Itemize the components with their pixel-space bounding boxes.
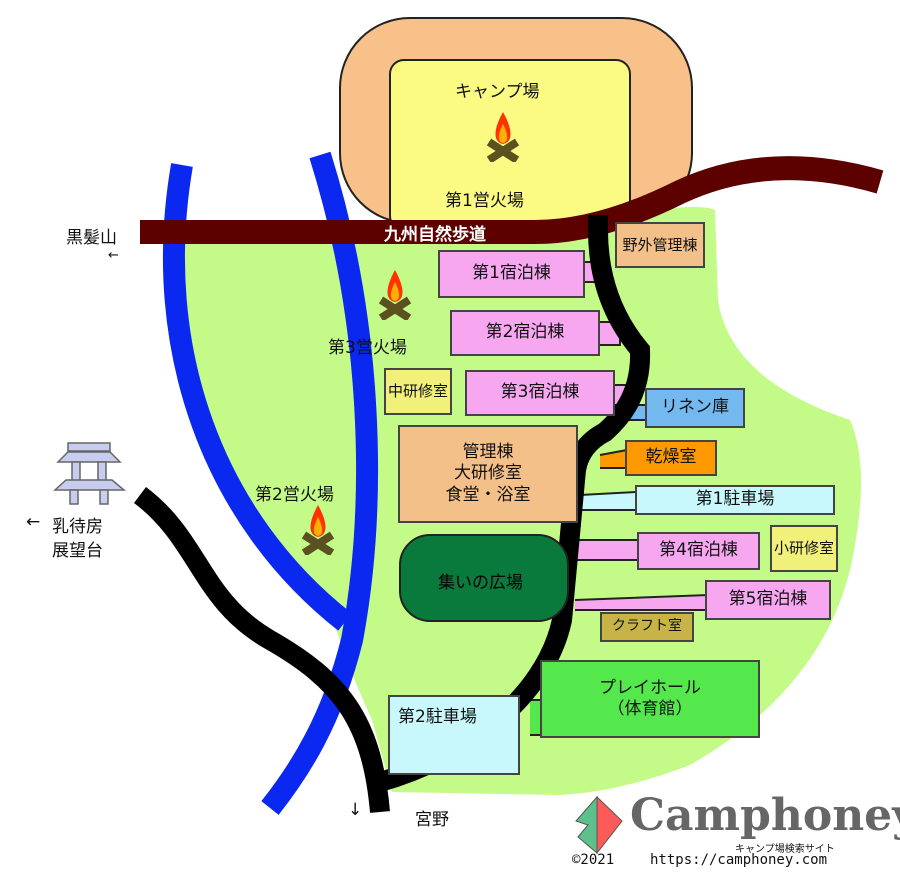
kurokami-arrow: ← (108, 248, 119, 263)
lodge-1[interactable]: 第1宿泊棟 (438, 250, 585, 298)
camphoney-logo-text: Camphoney (630, 790, 900, 841)
lodge-5[interactable]: 第5宿泊棟 (705, 580, 831, 620)
chichimachi-arrow: ← (26, 512, 41, 532)
kurokami-label: 黒髪山 (66, 228, 117, 248)
craft-room[interactable]: クラフト室 (600, 612, 694, 642)
outdoor-management-building[interactable]: 野外管理棟 (615, 222, 705, 268)
observatory-label: 展望台 (52, 541, 103, 561)
small-training-room[interactable]: 小研修室 (770, 525, 838, 572)
large-training-room-label: 大研修室 (454, 463, 522, 484)
campsite-title: キャンプ場 (455, 82, 540, 102)
logo-tagline: キャンプ場検索サイト (735, 844, 835, 855)
lodge-3[interactable]: 第3宿泊棟 (465, 370, 615, 416)
chichimachi-label: 乳待房 (52, 517, 103, 537)
plaza-shape (399, 534, 569, 622)
campfire-icon (486, 112, 520, 162)
fire-site-2: 第2営火場 (255, 485, 334, 505)
site-url[interactable]: https://camphoney.com (650, 852, 828, 868)
play-hall[interactable]: プレイホール （体育館） (540, 660, 760, 738)
gymnasium-label: （体育館） (607, 699, 693, 719)
dining-bath-label: 食堂・浴室 (445, 484, 531, 505)
copyright: ©2021 (572, 852, 615, 868)
management-building[interactable]: 管理棟 大研修室 食堂・浴室 (398, 425, 578, 523)
medium-training-room[interactable]: 中研修室 (384, 368, 452, 415)
gathering-plaza[interactable]: 集いの広場 (438, 573, 523, 593)
trail-label: 九州自然歩道 (384, 225, 486, 245)
fire-site-3: 第3営火場 (328, 338, 407, 358)
linen-storage[interactable]: リネン庫 (645, 388, 745, 428)
play-hall-label: プレイホール (599, 677, 701, 698)
river-right (261, 151, 378, 815)
miyano-arrow: ↓ (348, 800, 363, 820)
lodge-4[interactable]: 第4宿泊棟 (637, 532, 760, 570)
kyushu-trail (140, 156, 884, 244)
management-building-label: 管理棟 (462, 442, 514, 463)
drying-room[interactable]: 乾燥室 (625, 440, 717, 476)
parking-2[interactable]: 第2駐車場 (388, 695, 520, 775)
lodge-2[interactable]: 第2宿泊棟 (450, 310, 600, 356)
fire-site-1: 第1営火場 (445, 191, 524, 211)
campfire-icon (378, 270, 412, 320)
parking-1[interactable]: 第1駐車場 (635, 485, 835, 515)
observatory-pagoda-icon (53, 442, 127, 505)
campfire-icon (301, 505, 335, 555)
camphoney-logo-icon (575, 795, 623, 855)
miyano-label: 宮野 (415, 810, 449, 830)
